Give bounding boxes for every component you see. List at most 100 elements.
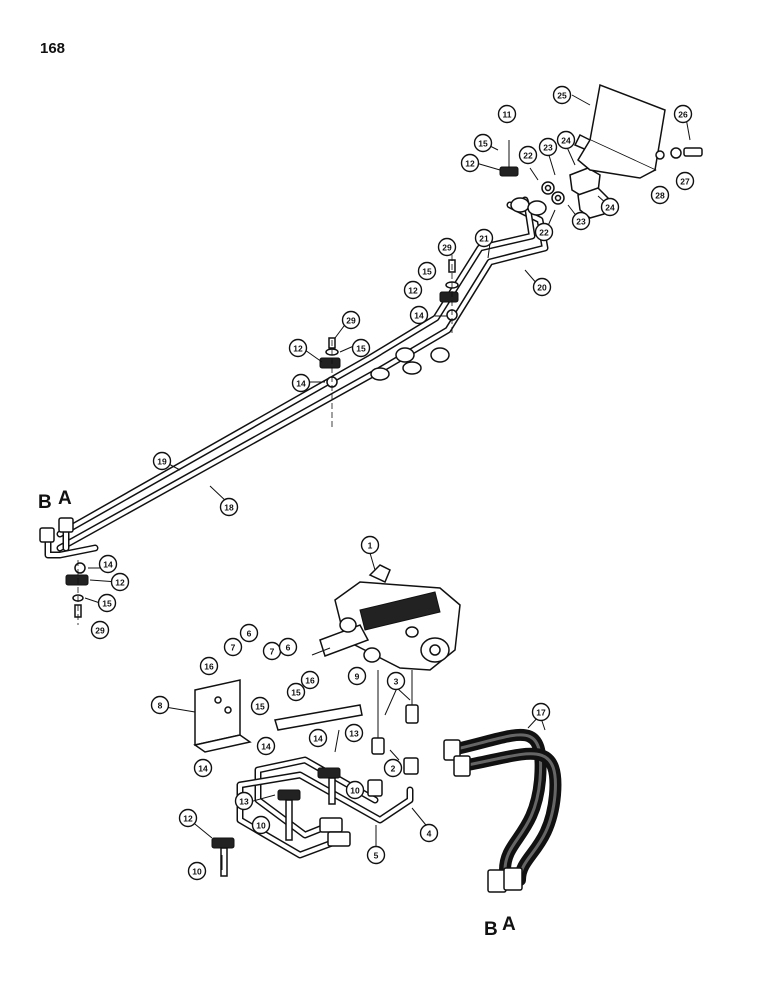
callout-number: 19 <box>157 457 167 467</box>
callout-number: 24 <box>561 136 571 146</box>
callout-circle <box>150 695 170 715</box>
port-label-a-upper: A <box>58 488 72 509</box>
callout-circle <box>366 845 386 865</box>
callout-c14d: 14 <box>256 736 276 756</box>
callout-c12d: 12 <box>110 572 130 592</box>
callout-circle <box>187 861 207 881</box>
mounting-bracket <box>573 83 703 179</box>
callout-c10b: 10 <box>251 815 271 835</box>
callout-circle <box>650 185 670 205</box>
callout-number: 10 <box>256 821 266 831</box>
callout-number: 8 <box>158 701 163 711</box>
callout-circle <box>460 153 480 173</box>
callout-circle <box>383 758 403 778</box>
clamp-hardware <box>65 255 459 625</box>
callout-c23a: 23 <box>538 137 558 157</box>
callout-c6b: 6 <box>278 637 298 657</box>
callout-c22b: 22 <box>534 222 554 242</box>
callout-number: 14 <box>296 379 306 389</box>
callout-c20: 20 <box>532 277 552 297</box>
callout-number: 14 <box>313 734 323 744</box>
callout-circle <box>110 572 130 592</box>
callout-c15f: 15 <box>286 682 306 702</box>
callout-c25: 25 <box>552 85 572 105</box>
port-label-a-lower: A <box>502 914 516 935</box>
callout-circle <box>286 682 306 702</box>
callout-number: 15 <box>291 688 301 698</box>
callout-number: 14 <box>103 560 113 570</box>
callout-circle <box>600 197 620 217</box>
callout-circle <box>308 728 328 748</box>
callout-circle <box>341 310 361 330</box>
callout-c16a: 16 <box>199 656 219 676</box>
callout-c1: 1 <box>360 535 380 555</box>
callout-circle <box>518 145 538 165</box>
callout-c14a: 14 <box>409 305 429 325</box>
callout-circle <box>351 338 371 358</box>
callout-c15a: 15 <box>473 133 493 153</box>
callout-number: 25 <box>557 91 567 101</box>
callout-c14c: 14 <box>98 554 118 574</box>
callout-c16b: 16 <box>300 670 320 690</box>
callout-circle <box>556 130 576 150</box>
upper-fittings <box>39 197 547 543</box>
callout-number: 10 <box>192 867 202 877</box>
callout-circle <box>90 620 110 640</box>
callout-circle <box>673 104 693 124</box>
callout-number: 28 <box>655 191 665 201</box>
callout-number: 29 <box>346 316 356 326</box>
callout-circle <box>417 261 437 281</box>
callout-circle <box>538 137 558 157</box>
callout-c15c: 15 <box>351 338 371 358</box>
callout-c29a: 29 <box>437 237 457 257</box>
manifold-fittings <box>499 140 609 219</box>
callout-c12c: 12 <box>288 338 308 358</box>
callout-c29b: 29 <box>341 310 361 330</box>
callout-circle <box>256 736 276 756</box>
callout-c4: 4 <box>419 823 439 843</box>
callout-number: 10 <box>350 786 360 796</box>
callout-number: 16 <box>204 662 214 672</box>
callout-number: 7 <box>231 643 236 653</box>
callout-c12e: 12 <box>178 808 198 828</box>
callout-number: 13 <box>239 797 249 807</box>
callout-circle <box>403 280 423 300</box>
callout-number: 22 <box>539 228 549 238</box>
callout-number: 6 <box>286 643 291 653</box>
callout-c27: 27 <box>675 171 695 191</box>
callout-circle <box>199 656 219 676</box>
callout-number: 15 <box>356 344 366 354</box>
callout-number: 2 <box>391 764 396 774</box>
callout-circle <box>386 671 406 691</box>
callout-number: 12 <box>408 286 418 296</box>
callout-c17: 17 <box>531 702 551 722</box>
callout-c13a: 13 <box>344 723 364 743</box>
callout-number: 9 <box>355 672 360 682</box>
callout-c8: 8 <box>150 695 170 715</box>
callout-number: 14 <box>198 764 208 774</box>
callout-number: 3 <box>394 677 399 687</box>
callout-c22a: 22 <box>518 145 538 165</box>
callout-circle <box>278 637 298 657</box>
callout-c9: 9 <box>347 666 367 686</box>
callout-number: 24 <box>605 203 615 213</box>
callout-circle <box>288 338 308 358</box>
callout-number: 23 <box>576 217 586 227</box>
callout-number: 27 <box>680 177 690 187</box>
callout-number: 15 <box>102 599 112 609</box>
callout-number: 20 <box>537 283 547 293</box>
callout-number: 17 <box>536 708 546 718</box>
callout-number: 1 <box>368 541 373 551</box>
callout-number: 14 <box>414 311 424 321</box>
callout-c7a: 7 <box>223 637 243 657</box>
callout-circle <box>178 808 198 828</box>
callout-number: 26 <box>678 110 688 120</box>
callout-circle <box>97 593 117 613</box>
port-label-b-lower: B <box>484 919 498 940</box>
callout-number: 12 <box>115 578 125 588</box>
callout-circle <box>552 85 572 105</box>
callout-number: 15 <box>255 702 265 712</box>
callout-number: 13 <box>349 729 359 739</box>
callout-circle <box>250 696 270 716</box>
